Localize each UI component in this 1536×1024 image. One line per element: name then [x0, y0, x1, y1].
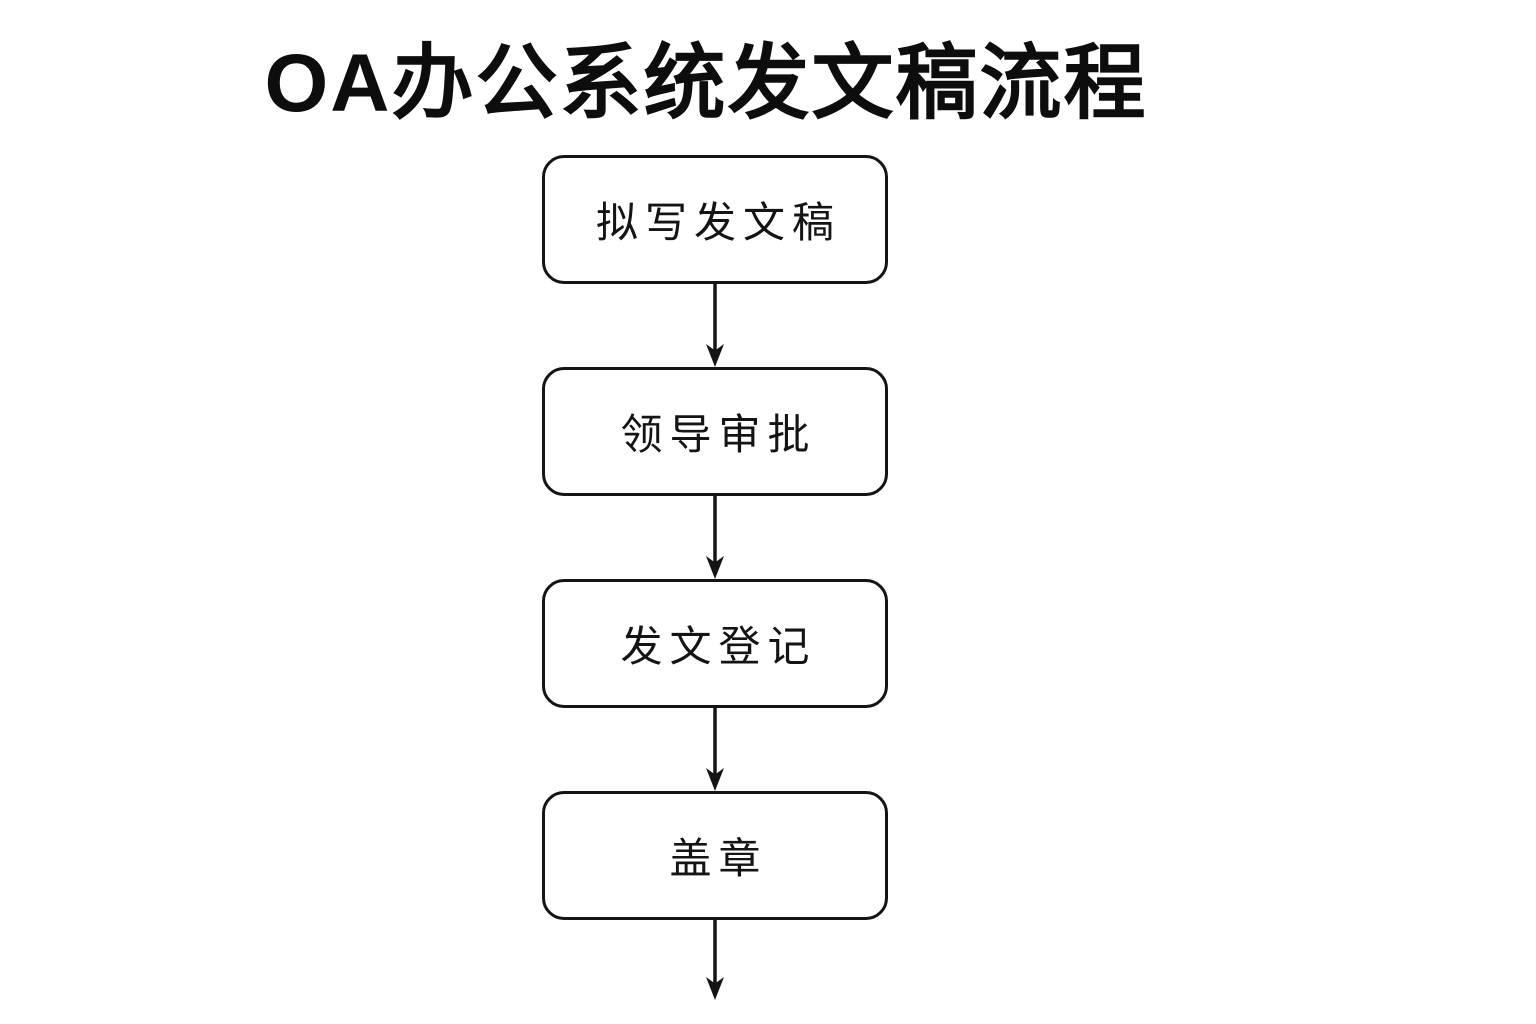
arrow-down-connector-3 [706, 708, 724, 791]
flow-step-draft-document: 拟写发文稿 [542, 155, 888, 284]
arrow-down-connector-2 [706, 496, 724, 579]
flow-step-label: 盖章 [669, 835, 768, 882]
flow-step-label: 发文登记 [620, 623, 817, 670]
page-title: OA办公系统发文稿流程 [264, 38, 1148, 129]
flowchart: 拟写发文稿 领导审批 发文登记 盖章 [542, 155, 888, 1000]
flow-step-document-registration: 发文登记 [542, 579, 888, 708]
arrow-down-connector-1 [706, 284, 724, 367]
flow-step-label: 拟写发文稿 [595, 199, 841, 246]
flow-step-stamp: 盖章 [542, 791, 888, 920]
arrow-down-exit [706, 920, 724, 1000]
flow-step-label: 领导审批 [620, 411, 817, 458]
flow-step-leader-approval: 领导审批 [542, 367, 888, 496]
